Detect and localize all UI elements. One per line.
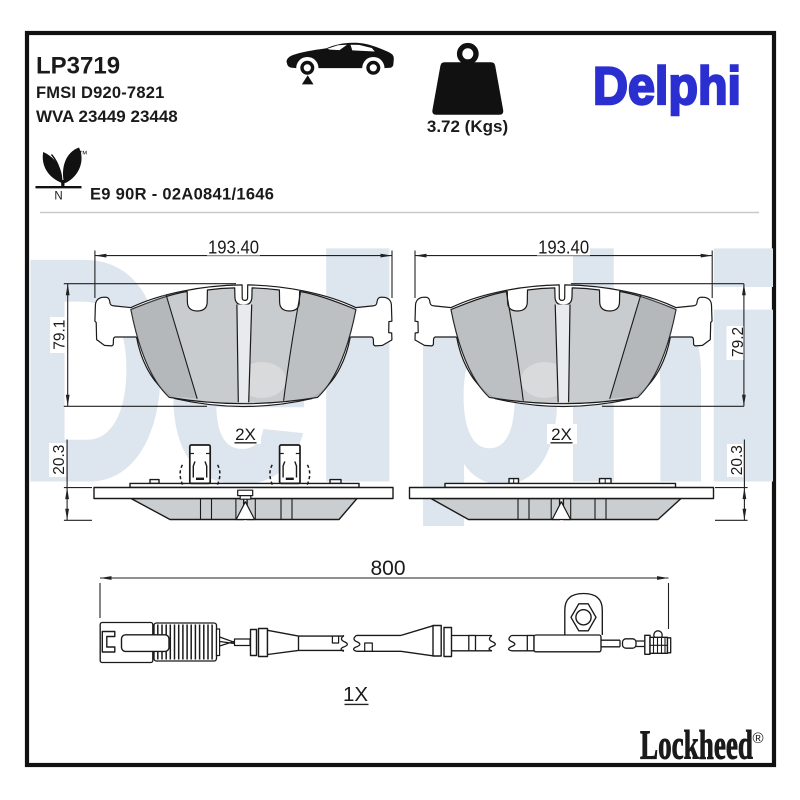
svg-text:Lockheed: Lockheed: [640, 722, 753, 768]
svg-text:WVA 23449 23448: WVA 23449 23448: [36, 107, 178, 126]
svg-text:E9 90R - 02A0841/1646: E9 90R - 02A0841/1646: [90, 186, 274, 204]
svg-text:20.3: 20.3: [51, 445, 68, 475]
svg-text:FMSI D920-7821: FMSI D920-7821: [36, 84, 164, 102]
svg-text:Delphi: Delphi: [593, 57, 741, 116]
svg-text:79.2: 79.2: [730, 327, 747, 357]
svg-text:20.3: 20.3: [729, 445, 746, 475]
svg-text:®: ®: [753, 730, 764, 747]
svg-text:79.1: 79.1: [52, 320, 69, 350]
svg-text:2X: 2X: [551, 425, 572, 444]
svg-text:3.72 (Kgs): 3.72 (Kgs): [427, 117, 508, 136]
svg-text:LP3719: LP3719: [36, 53, 120, 80]
svg-text:193.40: 193.40: [208, 238, 259, 258]
svg-text:2X: 2X: [235, 425, 256, 444]
svg-text:1X: 1X: [343, 683, 368, 706]
svg-text:800: 800: [370, 557, 405, 580]
svg-text:N: N: [54, 191, 62, 203]
svg-text:™: ™: [79, 149, 88, 159]
svg-text:193.40: 193.40: [538, 238, 589, 258]
